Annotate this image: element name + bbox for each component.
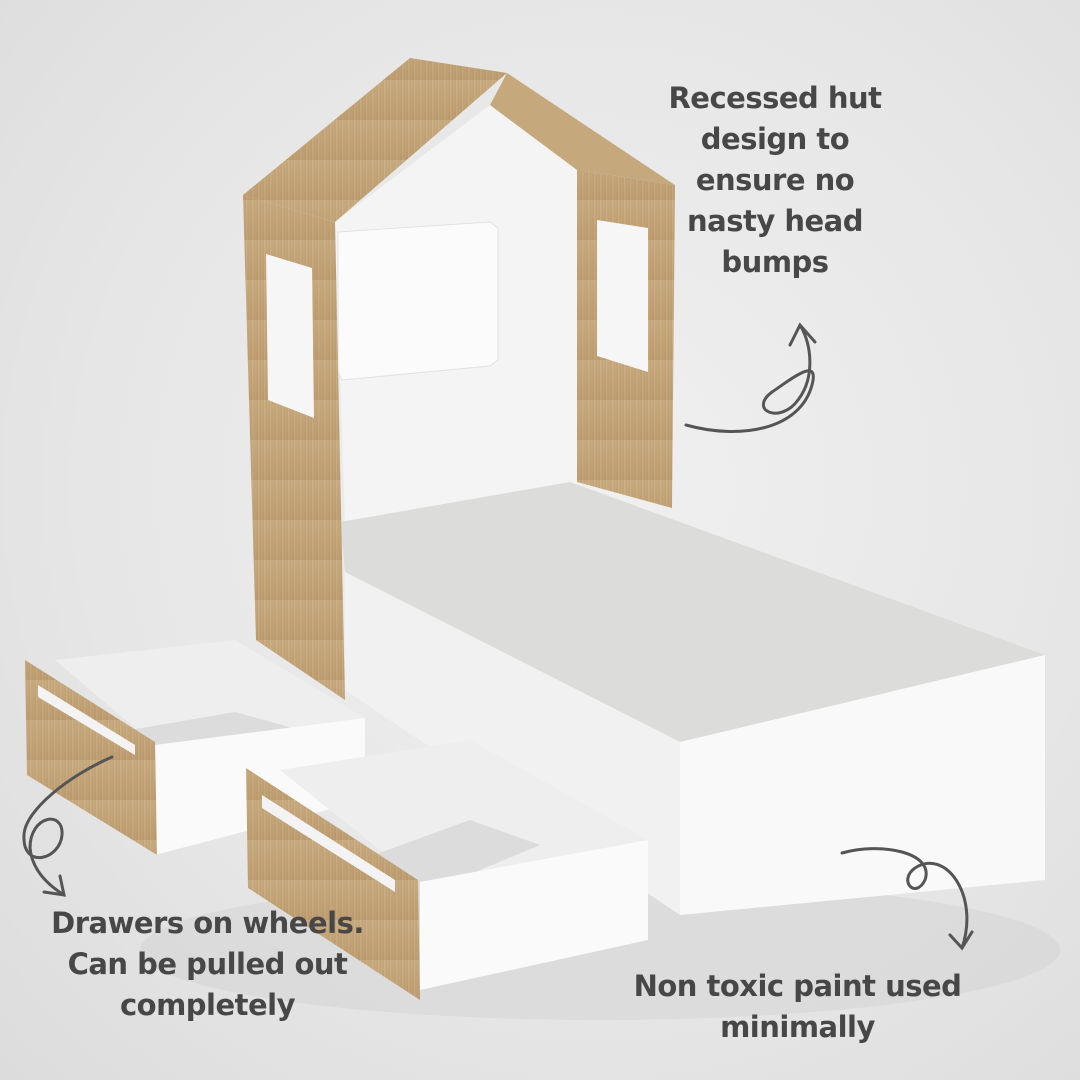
roof-right bbox=[490, 73, 675, 185]
annotation-hut: Recessed hut design to ensure no nasty h… bbox=[660, 78, 890, 283]
annotation-line: Drawers on wheels. bbox=[51, 906, 364, 940]
drawer-2-box bbox=[280, 740, 648, 882]
annotation-line: completely bbox=[119, 988, 296, 1022]
roof-left bbox=[243, 58, 507, 222]
bed-end bbox=[680, 655, 1045, 915]
arrow-hut bbox=[684, 322, 817, 433]
annotation-line: Non toxic paint used bbox=[633, 969, 962, 1003]
annotation-line: Recessed hut bbox=[668, 81, 882, 115]
annotation-line: bumps bbox=[721, 245, 829, 279]
arrow-paint bbox=[840, 847, 974, 951]
right-post-window bbox=[597, 220, 648, 372]
drawer-1-handle bbox=[38, 685, 135, 755]
annotation-line: minimally bbox=[720, 1010, 875, 1044]
headboard-window bbox=[337, 221, 499, 381]
annotation-line: nasty head bbox=[687, 204, 863, 238]
annotation-line: design to bbox=[700, 122, 850, 156]
annotation-line: Can be pulled out bbox=[67, 947, 348, 981]
drawer-2-front bbox=[246, 768, 420, 1000]
drawer-2-handle bbox=[262, 795, 395, 892]
drawer-2-side bbox=[420, 840, 648, 990]
drawer-1-box bbox=[55, 640, 365, 745]
annotation-paint: Non toxic paint used minimally bbox=[630, 966, 965, 1048]
left-post-window bbox=[266, 254, 314, 418]
annotation-line: ensure no bbox=[695, 163, 855, 197]
arrow-drawers bbox=[22, 755, 114, 897]
annotation-drawers: Drawers on wheels. Can be pulled out com… bbox=[40, 903, 375, 1026]
bed-top bbox=[340, 482, 1045, 742]
